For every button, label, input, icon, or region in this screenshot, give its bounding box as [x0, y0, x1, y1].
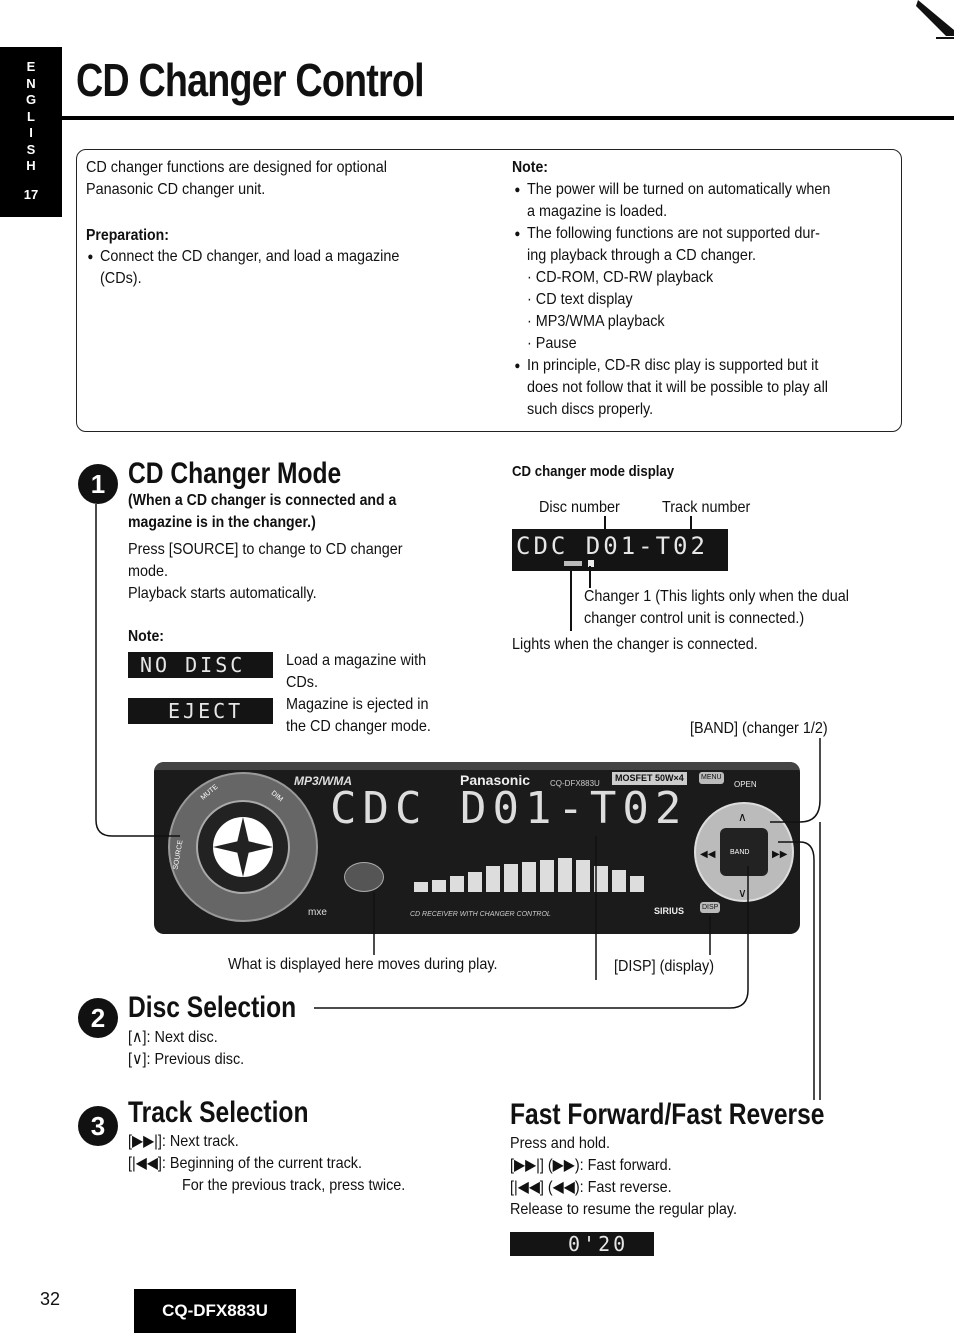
fast-lcd: 0'20 [510, 1232, 654, 1256]
fast-body: Press and hold. [▶▶|] (▶▶): Fast forward… [510, 1135, 738, 1218]
mxe-logo: mxe [308, 907, 327, 918]
disc-up-icon[interactable]: ∧ [738, 810, 747, 824]
fast-title: Fast Forward/Fast Reverse [510, 1098, 825, 1131]
disc-number-label: Disc number [539, 499, 620, 516]
track-prev-icon[interactable]: ◀◀ [700, 849, 716, 860]
band-button[interactable]: BAND [730, 849, 750, 856]
intro-note-list: The power will be turned on automaticall… [514, 179, 830, 421]
track-next-icon[interactable]: ▶▶ [772, 849, 788, 860]
footer-model: CQ-DFX883U [134, 1289, 296, 1333]
no-disc-description: Load a magazine with CDs. [286, 652, 427, 691]
preparation-text: Connect the CD changer, and load a magaz… [87, 246, 399, 290]
lcd-no-disc: NO DISC [128, 652, 273, 678]
volume-knob-icon [213, 817, 273, 877]
disc-down-icon[interactable]: ∨ [738, 886, 747, 900]
track-number-label: Track number [662, 499, 751, 516]
open-button[interactable]: OPEN [734, 780, 757, 789]
section1-subtitle: (When a CD changer is connected and a ma… [128, 492, 397, 531]
model-small: CQ-DFX883U [550, 779, 600, 788]
intro-box [76, 149, 902, 432]
moves-caption: What is displayed here moves during play… [228, 956, 498, 973]
section-number-1: 1 [78, 464, 118, 504]
menu-button[interactable]: MENU [699, 772, 724, 784]
intro-text: CD changer functions are designed for op… [86, 159, 387, 198]
display-heading: CD changer mode display [512, 463, 675, 480]
section1-body: Press [SOURCE] to change to CD changer m… [128, 541, 403, 602]
chapter-number: 17 [23, 187, 39, 202]
section3-title: Track Selection [128, 1096, 309, 1129]
changer-indicator-icon [564, 560, 594, 567]
volume-knob-ring[interactable]: SOURCE MUTE DIM [168, 772, 318, 922]
radio-faceplate: MP3/WMA Panasonic CQ-DFX883U MOSFET 50W×… [154, 762, 800, 934]
page-title: CD Changer Control [76, 54, 425, 106]
page-number: 32 [40, 1289, 61, 1309]
format-logo: MP3/WMA [294, 774, 352, 788]
section-number-3: 3 [78, 1106, 118, 1146]
sirius-logo: SIRIUS [654, 906, 685, 916]
section2-body: [∧]: Next disc. [∨]: Previous disc. [128, 1029, 245, 1068]
section1-title: CD Changer Mode [128, 457, 342, 490]
brand-logo: Panasonic [460, 772, 531, 788]
cursor-pad[interactable]: BAND ∧ ∨ ◀◀ ▶▶ [694, 802, 794, 902]
corner-arrow-icon [916, 0, 954, 39]
disp-caption: [DISP] (display) [614, 958, 715, 975]
disp-button[interactable]: DISP [700, 902, 721, 913]
power-badge: MOSFET 50W×4 [612, 772, 687, 785]
lights-note: Lights when the changer is connected. [512, 636, 758, 653]
mxe-button[interactable] [344, 862, 384, 892]
spectrum-analyzer-icon [414, 858, 644, 892]
section3-body: [▶▶|]: Next track. [|◀◀]: Beginning of t… [128, 1133, 406, 1194]
receiver-text: CD RECEIVER WITH CHANGER CONTROL [410, 911, 551, 918]
intro-note-heading: Note: [512, 159, 548, 176]
section1-note-heading: Note: [128, 628, 164, 645]
preparation-heading: Preparation: [86, 227, 169, 244]
title-rule [62, 116, 954, 120]
section2-title: Disc Selection [128, 991, 297, 1024]
lcd-eject: EJECT [128, 698, 273, 724]
eject-description: Magazine is ejected in the CD changer mo… [286, 696, 431, 735]
band-label: [BAND] (changer 1/2) [690, 720, 828, 737]
changer-note: Changer 1 (This lights only when the dua… [584, 588, 849, 627]
section-number-2: 2 [78, 998, 118, 1038]
changer-mode-lcd: CDC D01-T02 [512, 529, 728, 571]
